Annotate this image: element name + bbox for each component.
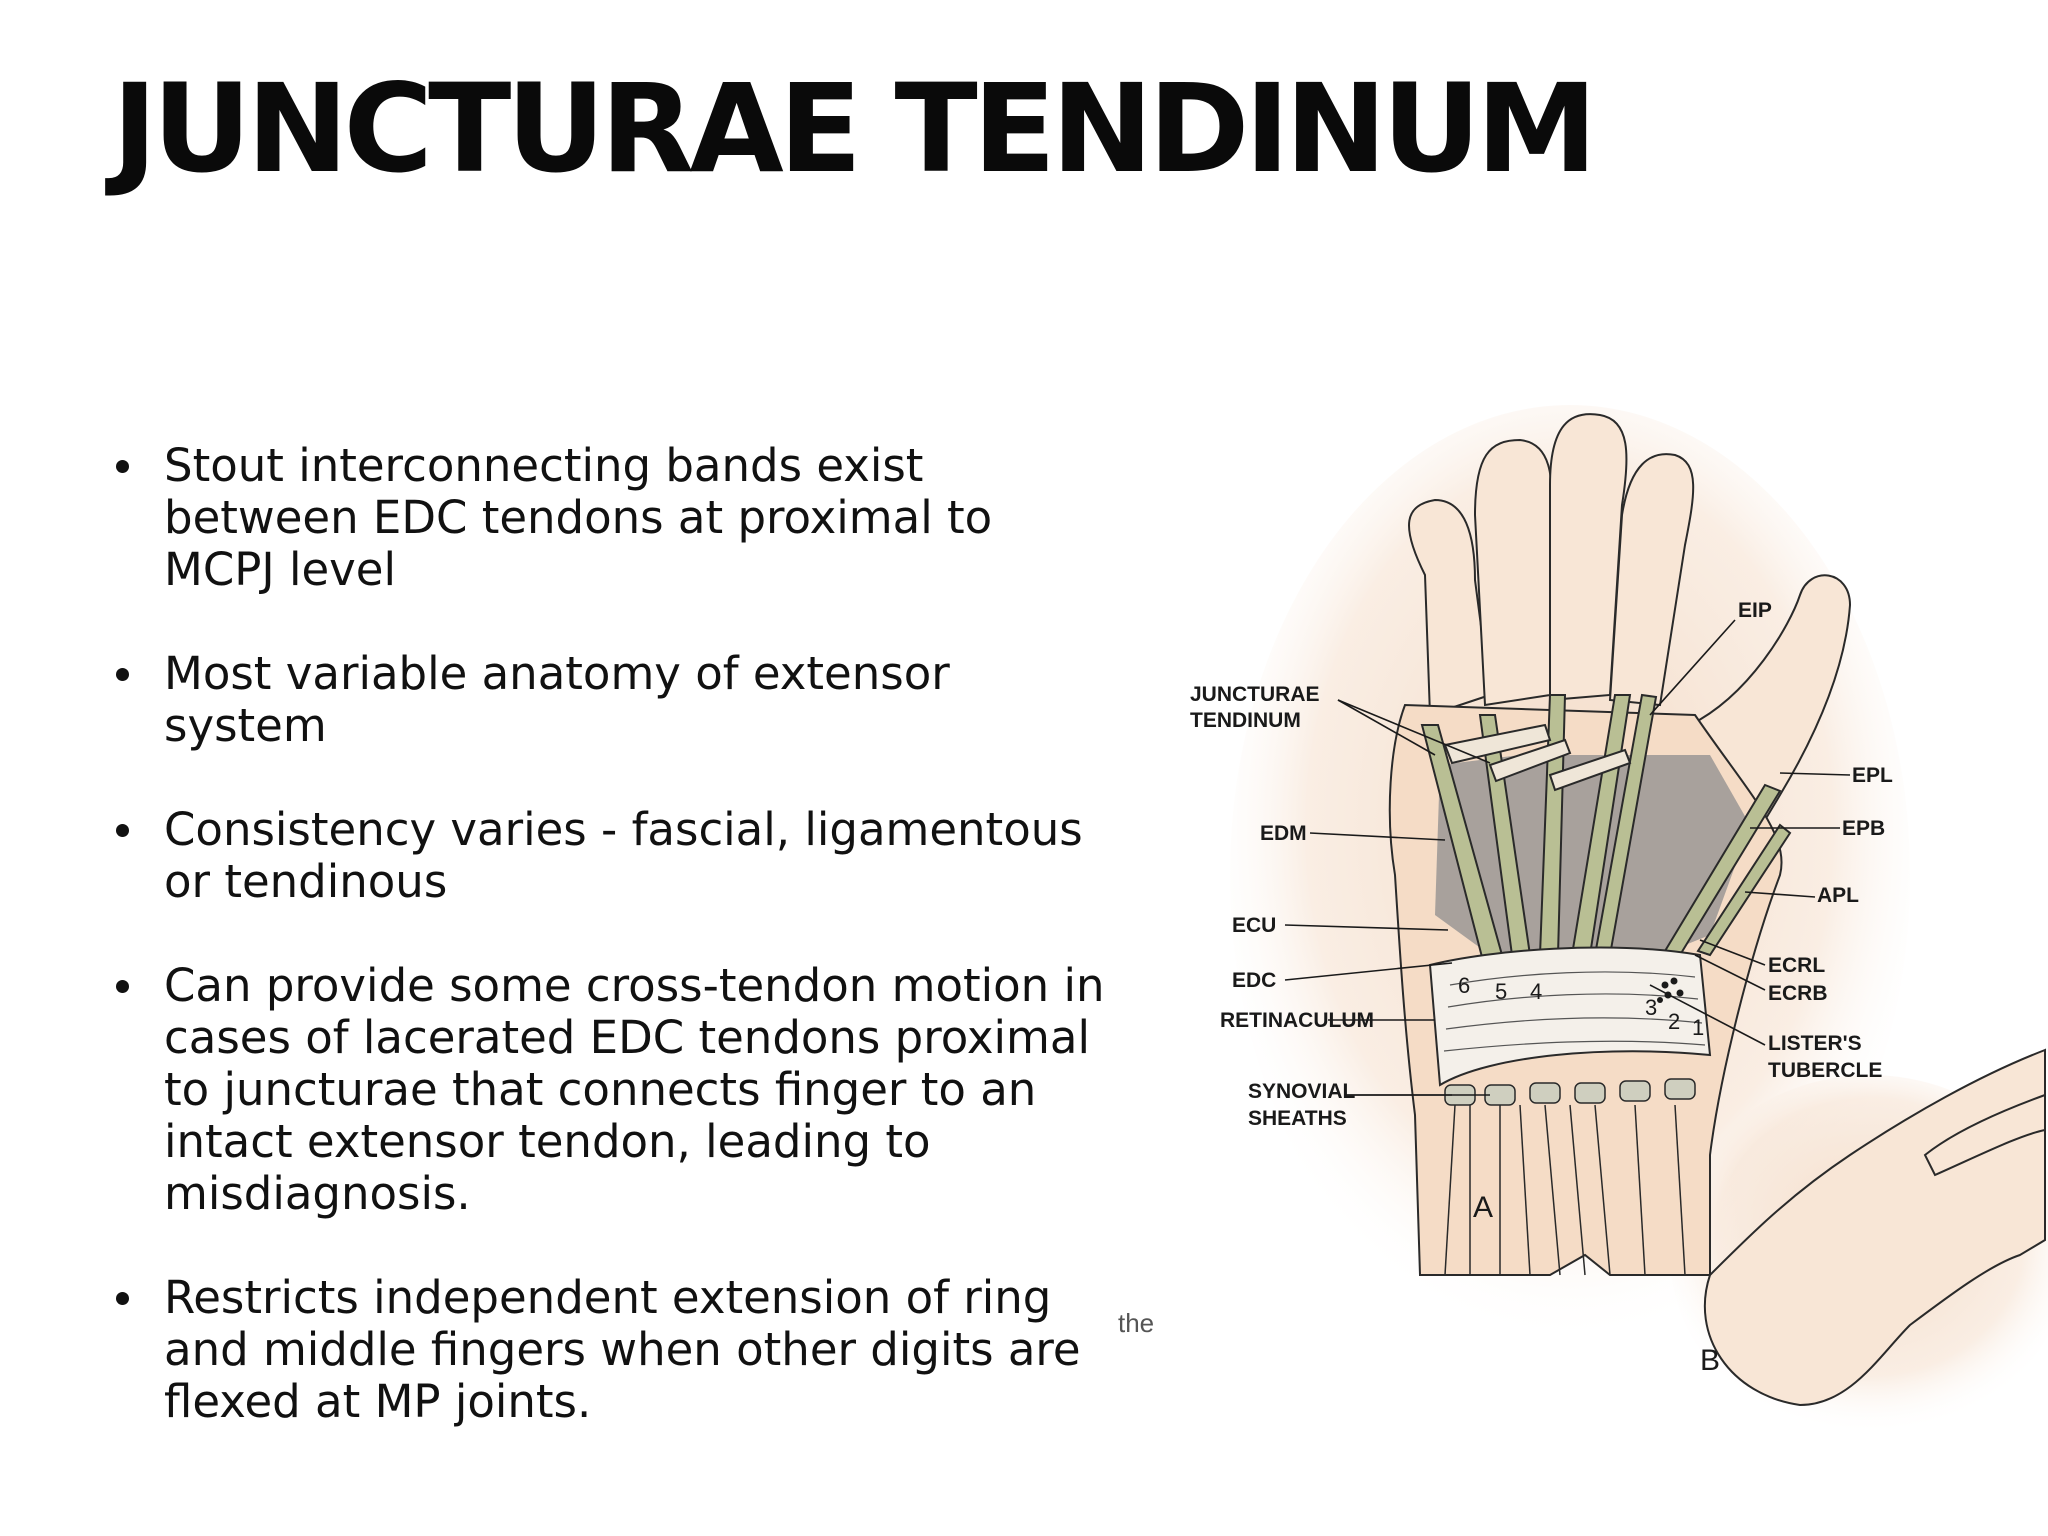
- bullet-marker: [116, 460, 129, 473]
- juncturae-bands: [1443, 723, 1632, 792]
- bullet-marker: [116, 980, 129, 993]
- slide-title: JUNCTURAE TENDINUM: [112, 58, 1597, 200]
- synovial-sheaths: [1444, 1078, 1696, 1106]
- anatomy-labels: JUNCTURAE TENDINUM EIP EPL EDM EPB APL E…: [1190, 599, 1893, 1377]
- hand-anatomy-illustration: 6 5 4 3 2 1 JUNCTURAE TENDINUM EIP EPL E…: [1190, 405, 2048, 1435]
- juncturae-band: [1488, 738, 1572, 783]
- label-leader-lines: [1284, 619, 1851, 1096]
- compartment-number: 2: [1668, 1009, 1680, 1034]
- compartment-number: 5: [1495, 979, 1507, 1004]
- bullet-item: Consistency varies - fascial, ligamentou…: [112, 804, 1112, 908]
- label-listers-line1: LISTER'S: [1768, 1032, 1862, 1055]
- label-juncturae-line2: TENDINUM: [1190, 709, 1301, 732]
- stray-caption-text: the: [1118, 1308, 1155, 1338]
- bullet-item: Most variable anatomy of extensor system: [112, 648, 1112, 752]
- listers-tubercle-marker: [1657, 977, 1684, 1003]
- finger-ring: [1473, 438, 1553, 707]
- bullet-text: Stout interconnecting bands exist betwee…: [164, 439, 993, 596]
- bullet-text: Can provide some cross-tendon motion in …: [164, 959, 1105, 1220]
- label-listers-line2: TUBERCLE: [1768, 1059, 1882, 1082]
- tendon-epb: [1696, 823, 1792, 957]
- bullet-text: Most variable anatomy of extensor system: [164, 647, 950, 752]
- label-apl: APL: [1817, 884, 1859, 907]
- extensor-retinaculum: [1428, 946, 1712, 1087]
- label-synovial-line1: SYNOVIAL: [1248, 1080, 1356, 1103]
- finger-little: [1408, 498, 1492, 717]
- hand-b-index-finger: [1923, 1093, 2046, 1177]
- label-edc: EDC: [1232, 969, 1276, 992]
- bullet-item: Restricts independent extension of ring …: [112, 1272, 1112, 1428]
- forearm-tendons: [1444, 1104, 1686, 1276]
- label-retinaculum: RETINACULUM: [1220, 1009, 1374, 1032]
- compartment-number: 4: [1530, 979, 1542, 1004]
- label-ecrb: ECRB: [1768, 982, 1828, 1005]
- label-epb: EPB: [1842, 817, 1885, 840]
- juncturae-band: [1548, 748, 1632, 792]
- label-synovial-line2: SHEATHS: [1248, 1107, 1347, 1130]
- bullet-item: Stout interconnecting bands exist betwee…: [112, 440, 1112, 596]
- bullet-item: Can provide some cross-tendon motion in …: [112, 960, 1112, 1220]
- compartment-number: 3: [1645, 995, 1657, 1020]
- panel-label-a: A: [1473, 1191, 1493, 1224]
- label-epl: EPL: [1852, 764, 1893, 787]
- bullet-text: Restricts independent extension of ring …: [164, 1271, 1081, 1428]
- panel-label-b: B: [1700, 1344, 1720, 1377]
- label-juncturae-line1: JUNCTURAE: [1190, 683, 1320, 706]
- label-ecu: ECU: [1232, 914, 1276, 937]
- compartment-numbers: 6 5 4 3 2 1: [1458, 973, 1704, 1040]
- bullet-marker: [116, 824, 129, 837]
- label-ecrl: ECRL: [1768, 954, 1825, 977]
- label-edm: EDM: [1260, 822, 1307, 845]
- juncturae-band: [1443, 723, 1552, 765]
- finger-index: [1608, 453, 1695, 707]
- bullet-text: Consistency varies - fascial, ligamentou…: [164, 803, 1083, 908]
- bullet-marker: [116, 1292, 129, 1305]
- label-eip: EIP: [1738, 599, 1772, 622]
- compartment-number: 6: [1458, 973, 1470, 998]
- finger-middle: [1549, 413, 1628, 702]
- bullet-marker: [116, 668, 129, 681]
- bullet-list: Stout interconnecting bands exist betwee…: [112, 440, 1112, 1480]
- compartment-number: 1: [1692, 1015, 1704, 1040]
